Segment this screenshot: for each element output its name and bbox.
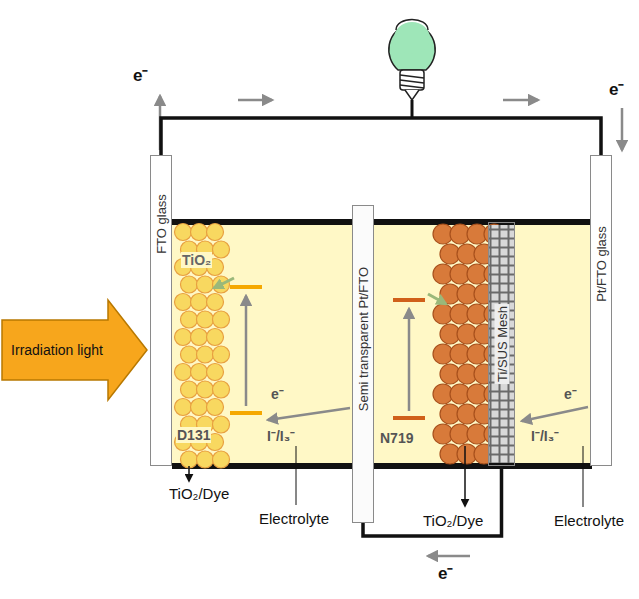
leader-line xyxy=(583,446,584,507)
pointer-arrow xyxy=(464,446,466,506)
node-label: Irradiation light xyxy=(8,342,106,359)
excitation-arrow xyxy=(245,296,248,406)
electron-arrow xyxy=(268,408,350,420)
semiconductor-label: TiO₂ xyxy=(181,252,212,268)
layer-label: Electrolyte xyxy=(258,510,330,527)
layer-label: TiO₂/Dye xyxy=(168,485,230,502)
electron-label: e⁻ xyxy=(563,386,578,402)
electrode-label: Semi transparent Pt/FTO xyxy=(356,265,371,413)
layer-label: Electrolyte xyxy=(553,512,625,529)
layer-label: TiO₂/Dye xyxy=(422,512,484,529)
lumo-level xyxy=(393,298,425,302)
cell-seal xyxy=(172,219,592,225)
electrode-label: FTO glass xyxy=(154,192,169,256)
dye-label: D131 xyxy=(176,427,211,443)
glass-electrode: FTO glass xyxy=(150,155,172,466)
electrode-label: Pt/FTO glass xyxy=(594,224,609,304)
light-bulb xyxy=(389,20,435,118)
electrode-label: Ti/SUS Mesh xyxy=(494,304,509,384)
leader-line xyxy=(296,446,297,505)
mesh xyxy=(488,225,515,463)
mesh-electrode: Ti/SUS Mesh xyxy=(488,222,515,466)
electrolyte xyxy=(172,222,590,466)
homo-level xyxy=(230,411,262,415)
electron-flow-arrow xyxy=(621,108,624,150)
pointer-arrow xyxy=(188,466,190,481)
electron-flow-arrow xyxy=(428,555,470,558)
electron-label: e⁻ xyxy=(437,564,454,584)
wire xyxy=(363,466,502,536)
excitation-arrow xyxy=(408,309,411,411)
redox-label: I⁻/I₃⁻ xyxy=(266,428,296,444)
lumo-level xyxy=(230,285,262,289)
electron-label: e⁻ xyxy=(132,66,149,86)
wire xyxy=(161,118,601,155)
counter-electrode: Semi transparent Pt/FTO xyxy=(352,205,374,523)
electron-flow-arrow xyxy=(503,99,538,102)
electron-label: e⁻ xyxy=(270,386,285,402)
electron-arrow xyxy=(522,407,588,421)
dye-label: N719 xyxy=(379,430,414,446)
glass-electrode: Pt/FTO glass xyxy=(590,155,612,466)
homo-level xyxy=(393,416,425,420)
light-arrow: Irradiation light xyxy=(0,298,150,402)
electron-flow-arrow xyxy=(238,99,272,102)
injection-arrow xyxy=(214,278,234,288)
redox-label: I⁻/I₃⁻ xyxy=(530,428,560,444)
injection-arrow xyxy=(428,294,446,304)
tio2-particles xyxy=(175,224,230,469)
cell-seal xyxy=(172,463,592,469)
electron-label: e⁻ xyxy=(608,80,625,100)
